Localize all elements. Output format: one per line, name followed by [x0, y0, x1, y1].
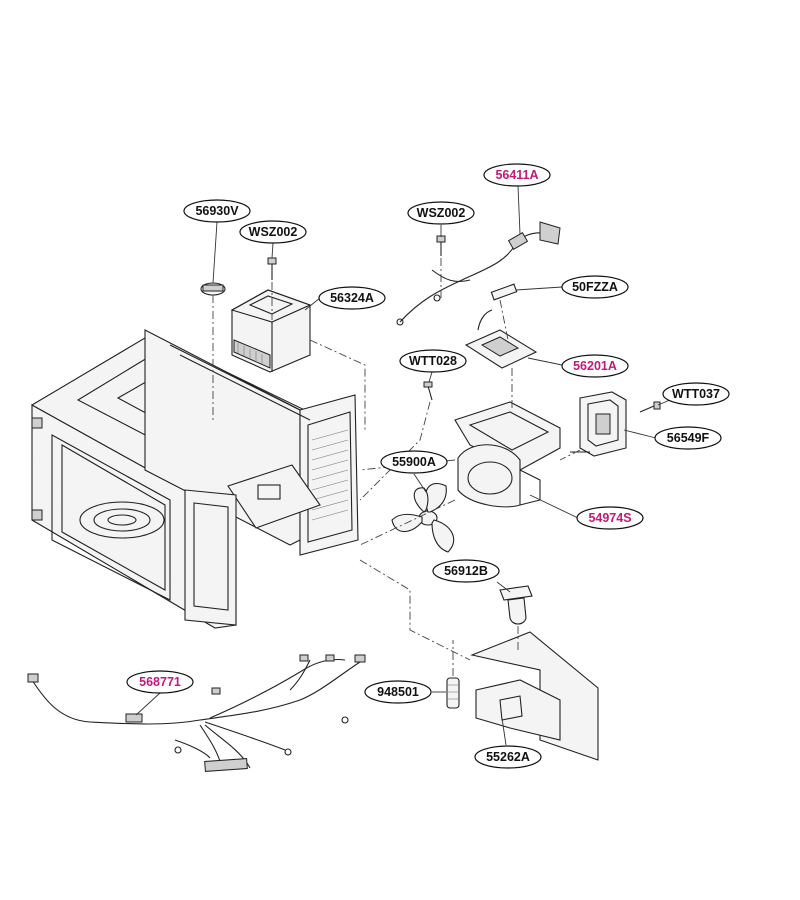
callout-label: 56324A [330, 291, 374, 305]
fan-blade-part [391, 483, 455, 553]
hv-transformer-part [570, 391, 627, 457]
callout-label: 56912B [444, 564, 488, 578]
assembly-lines [212, 258, 581, 676]
thermostat-part [200, 282, 226, 296]
callout-54974S: 54974S [576, 506, 644, 530]
noise-filter-part [464, 309, 538, 369]
callout-55262A: 55262A [474, 745, 542, 769]
callout-56201A: 56201A [561, 354, 629, 378]
callout-label: WSZ002 [417, 206, 466, 220]
callout-label: WTT028 [409, 354, 457, 368]
fan-bracket-part [454, 401, 561, 508]
callout-label: WSZ002 [249, 225, 298, 239]
callout-label: 56549F [667, 431, 710, 445]
callout-label: 50FZZA [572, 280, 618, 294]
callout-948501: 948501 [364, 680, 432, 704]
switch-part [446, 677, 460, 709]
callout-label: 568771 [139, 675, 181, 689]
callout-56912B: 56912B [432, 559, 500, 583]
callout-56324A: 56324A [318, 286, 386, 310]
callout-WSZ002-right: WSZ002 [407, 201, 475, 225]
screw-part-right [436, 235, 446, 256]
callout-56930V: 56930V [183, 199, 251, 223]
callout-label: 56411A [495, 168, 538, 182]
callout-label: 56201A [573, 359, 617, 373]
callout-WTT037: WTT037 [662, 382, 730, 406]
callout-label: 56930V [195, 204, 239, 218]
callout-568771: 568771 [126, 670, 194, 694]
callout-label: 54974S [588, 511, 631, 525]
callout-56411A: 56411A [483, 163, 551, 187]
callout-WTT028: WTT028 [399, 349, 467, 373]
callout-WSZ002-left: WSZ002 [239, 220, 307, 244]
bracket-part [470, 631, 599, 761]
fuse-part [490, 283, 518, 301]
magnetron-part [230, 289, 312, 373]
lamp-part [499, 585, 533, 625]
power-cord-part [396, 221, 561, 326]
screw-wtt037-part [639, 401, 661, 413]
callout-55900A: 55900A [380, 450, 448, 474]
callout-label: 948501 [377, 685, 419, 699]
callout-56549F: 56549F [654, 426, 722, 450]
callout-label: 55900A [392, 455, 436, 469]
callout-label: WTT037 [672, 387, 720, 401]
callout-50FZZA: 50FZZA [561, 275, 629, 299]
wire-harness-part [27, 654, 366, 772]
oven-cavity [30, 329, 359, 629]
callout-label: 55262A [486, 750, 530, 764]
callout-leaders [135, 185, 671, 746]
screw-wtt028-part [423, 381, 433, 401]
screw-part-left [267, 257, 277, 280]
